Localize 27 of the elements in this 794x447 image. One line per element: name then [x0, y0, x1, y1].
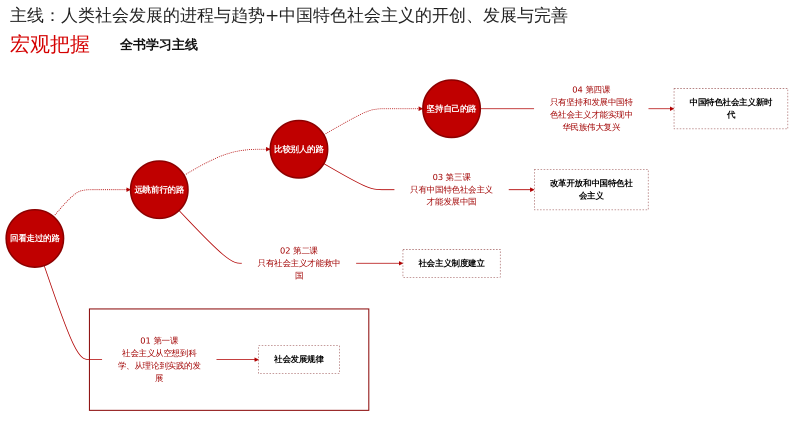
node-text: 02 第二课 只有社会主义才能救中国	[258, 245, 340, 280]
node-circle: 回看走过的路	[5, 208, 64, 268]
node-box: 社会发展规律	[258, 345, 340, 374]
node-box: 改革开放和中国特色社会主义	[534, 169, 648, 210]
cluster	[88, 308, 370, 411]
node-circle: 比较别人的路	[269, 119, 328, 178]
node-circle: 坚持自己的路	[422, 79, 482, 138]
connector	[178, 210, 242, 264]
arrow	[323, 106, 424, 135]
node-text: 04 第四课 只有坚持和发展中国特色社会主义才能实现中华民族伟大复兴	[550, 84, 633, 132]
arrow	[508, 187, 535, 192]
connector	[44, 264, 103, 360]
heading-text: 宏观把握	[10, 31, 90, 58]
connector	[323, 162, 396, 190]
node-text: 03 第三课 只有中国特色社会主义才能发展中国	[410, 172, 493, 207]
main-line-label: 全书学习主线	[120, 36, 198, 54]
arrow	[216, 357, 259, 362]
connector	[480, 108, 535, 109]
arrow	[184, 146, 270, 176]
arrow	[53, 187, 131, 217]
title: 主线：人类社会发展的进程与趋势+中国特色社会主义的开创、发展与完善	[9, 5, 570, 28]
node-box: 中国特色社会主义新时代	[674, 88, 788, 129]
node-text: 01 第一课 社会主义从空想到科学、从理论到实践的发展	[118, 336, 201, 383]
arrow	[355, 260, 404, 266]
arrow	[648, 106, 674, 111]
node-box: 社会主义制度建立	[402, 248, 500, 278]
node-circle: 远眺前行的路	[130, 160, 189, 219]
